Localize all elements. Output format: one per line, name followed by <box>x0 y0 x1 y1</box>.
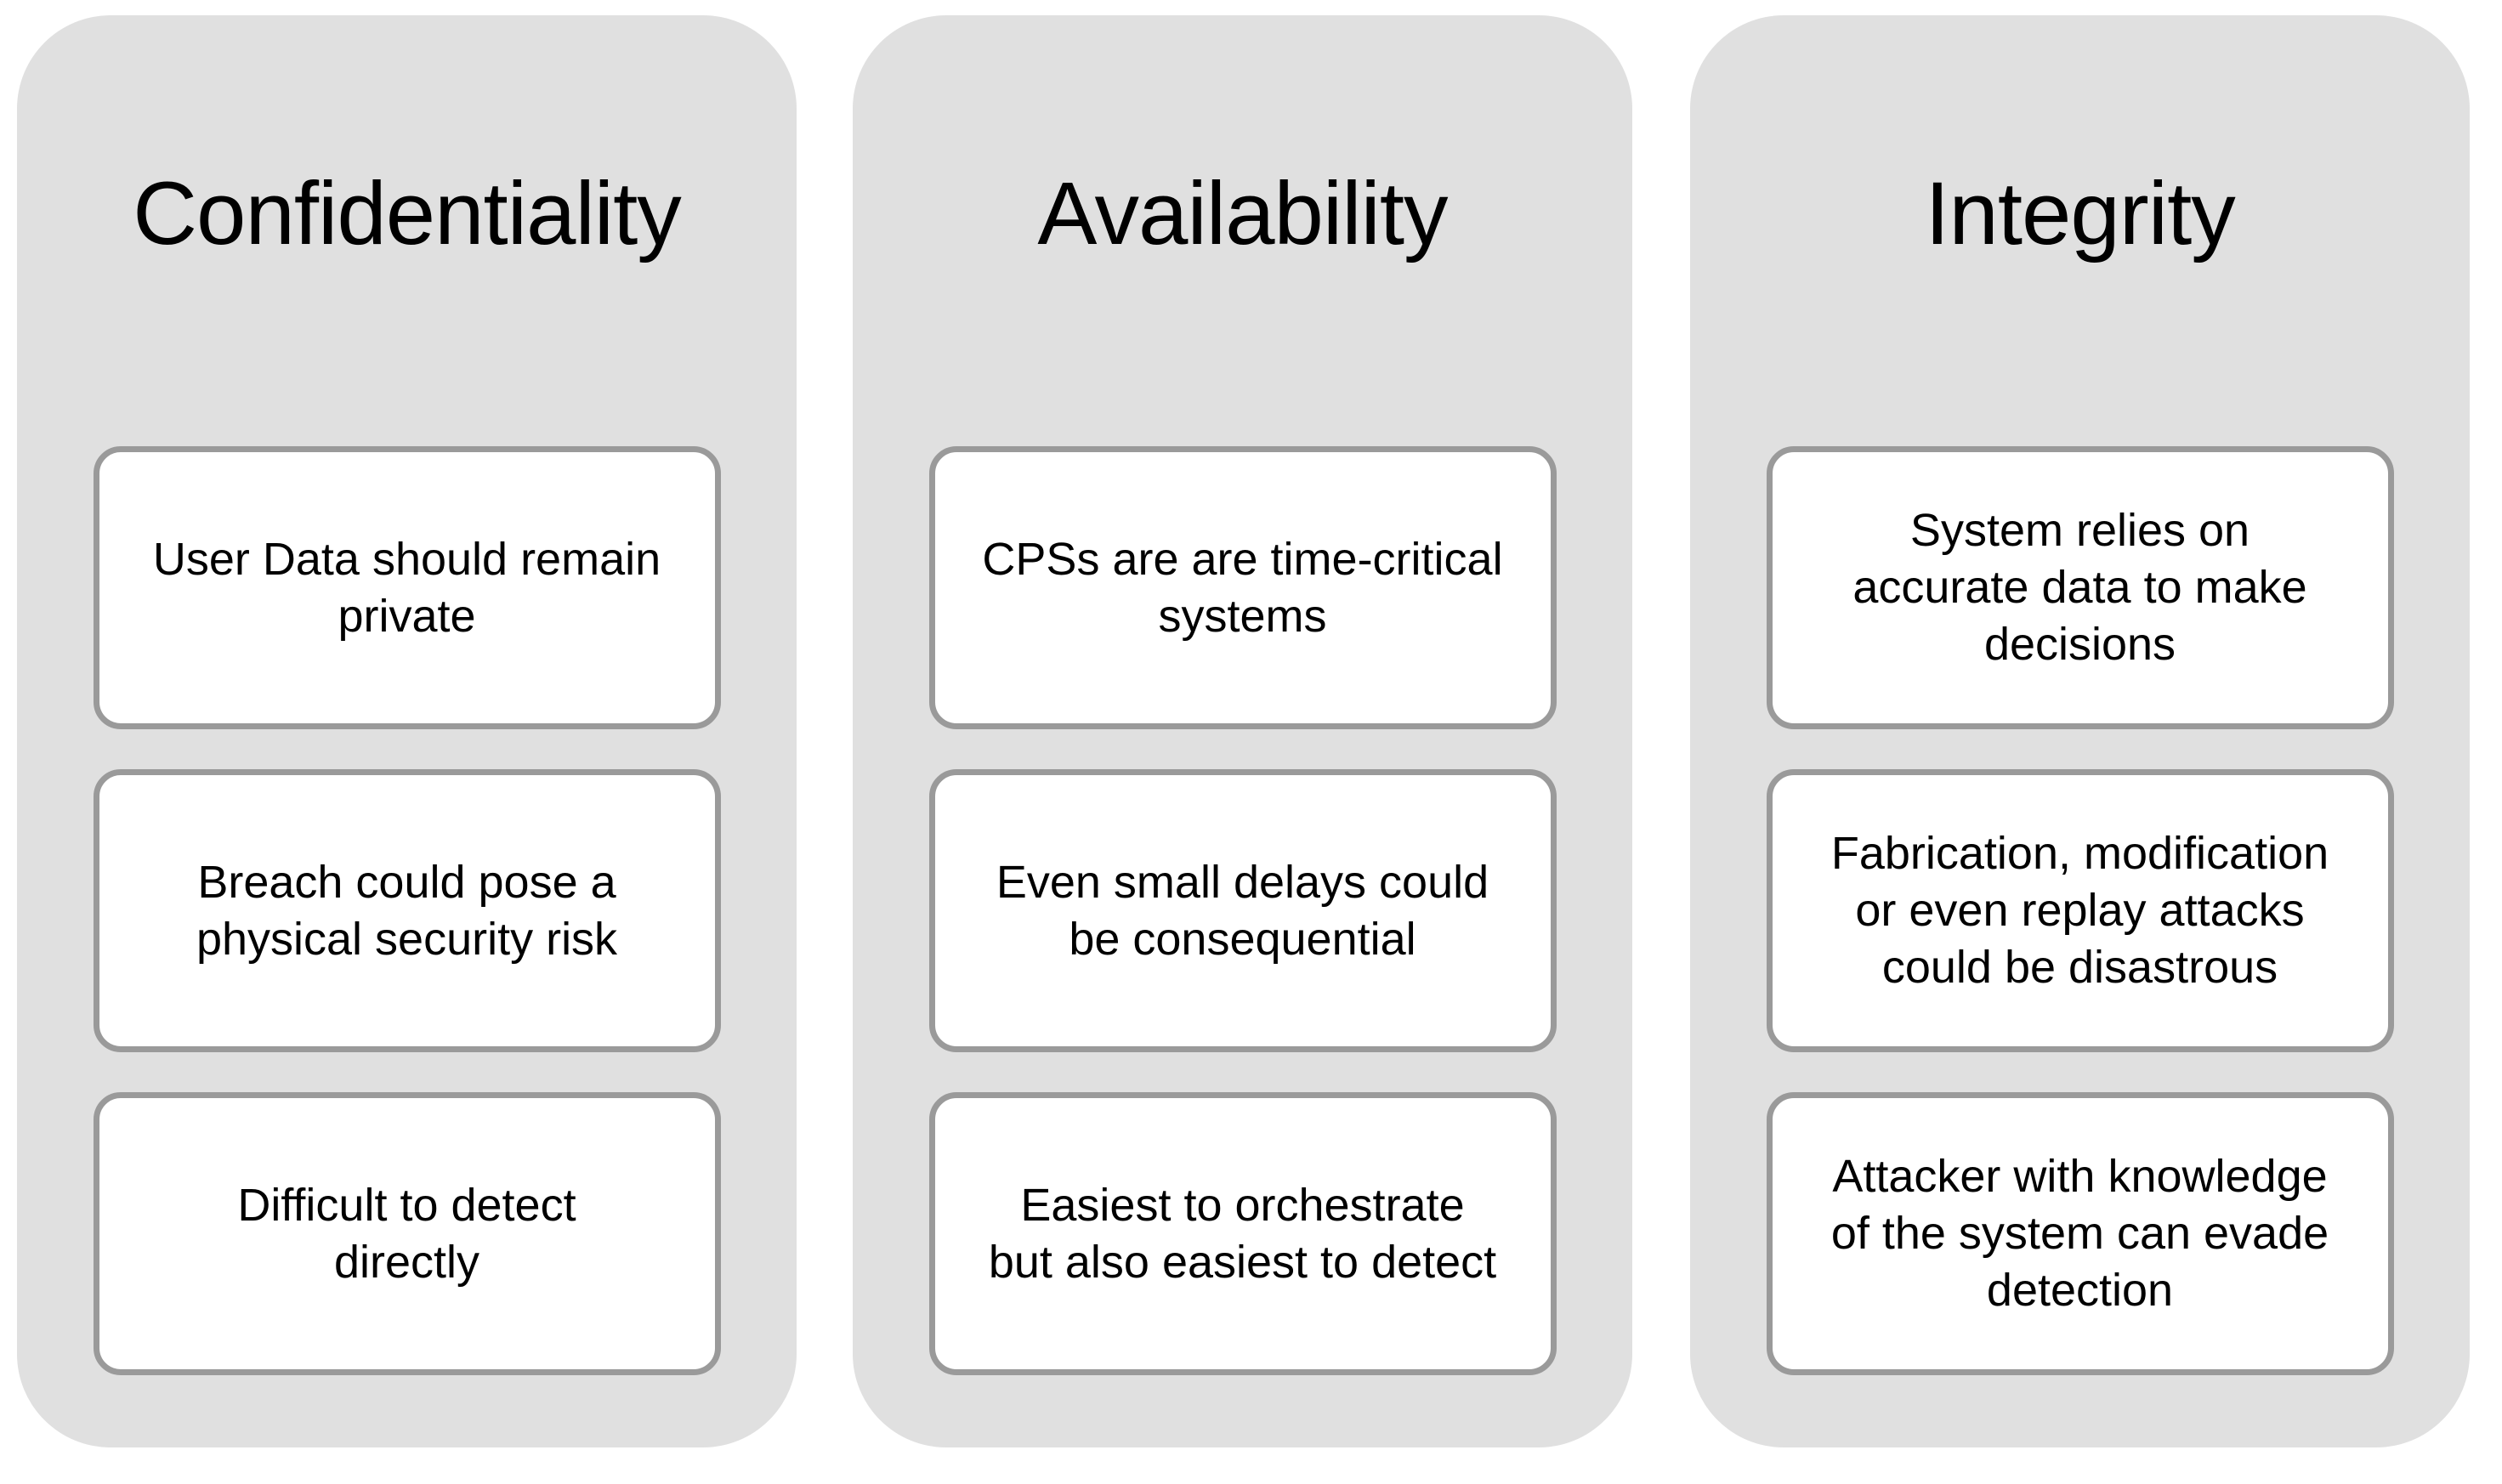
card: CPSs are are time-critical systems <box>928 446 1557 729</box>
card-text: CPSs are are time-critical systems <box>982 533 1503 642</box>
column-confidentiality: Confidentiality User Data should remain … <box>17 15 797 1447</box>
card: Easiest to orchestrate but also easiest … <box>928 1092 1557 1375</box>
column-availability: Availability CPSs are are time-critical … <box>853 15 1632 1447</box>
card: User Data should remain private <box>93 446 721 729</box>
card: Fabrication, modification or even replay… <box>1766 769 2394 1052</box>
card-text: Fabrication, modification or even replay… <box>1830 828 2329 993</box>
card-text: Attacker with knowledge of the system ca… <box>1830 1151 2329 1316</box>
card-list: User Data should remain private Breach c… <box>17 446 797 1375</box>
card: System relies on accurate data to make d… <box>1766 446 2394 729</box>
card-text: Easiest to orchestrate but also easiest … <box>988 1179 1497 1288</box>
card: Attacker with knowledge of the system ca… <box>1766 1092 2394 1375</box>
card-text: Even small delays could be consequential <box>996 856 1489 965</box>
card-text: User Data should remain private <box>152 533 661 642</box>
column-integrity: Integrity System relies on accurate data… <box>1690 15 2470 1447</box>
card: Breach could pose a physical security ri… <box>93 769 721 1052</box>
column-title: Confidentiality <box>133 163 682 263</box>
card: Even small delays could be consequential <box>928 769 1557 1052</box>
card-text: Breach could pose a physical security ri… <box>196 856 618 965</box>
card: Difficult to detect directly <box>93 1092 721 1375</box>
card-text: Difficult to detect directly <box>237 1179 576 1288</box>
column-title: Integrity <box>1925 163 2236 263</box>
card-list: System relies on accurate data to make d… <box>1690 446 2470 1375</box>
column-title: Availability <box>1037 163 1448 263</box>
card-list: CPSs are are time-critical systems Even … <box>853 446 1632 1375</box>
card-text: System relies on accurate data to make d… <box>1852 505 2307 670</box>
